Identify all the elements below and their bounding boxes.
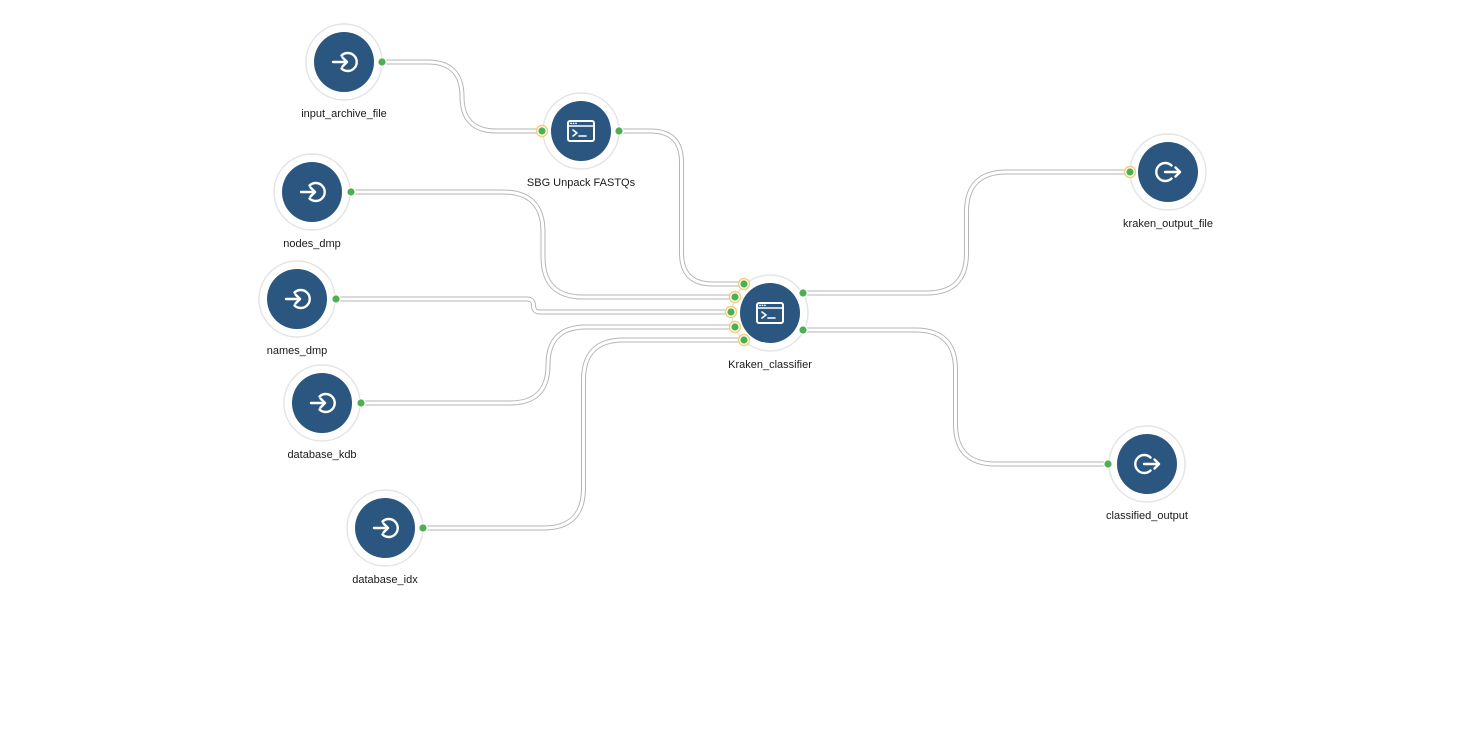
edge-fill xyxy=(421,338,746,530)
output-arrow-icon xyxy=(1155,161,1182,183)
output-port-nodes_dmp[interactable] xyxy=(346,187,356,197)
output-port-database_idx[interactable] xyxy=(418,523,428,533)
input-port-kraken_4[interactable] xyxy=(728,320,742,334)
edge-names_dmp-to-kraken[interactable] xyxy=(333,296,734,315)
node-label: Kraken_classifier xyxy=(728,359,812,371)
edge-fill xyxy=(334,297,733,314)
edge-layer xyxy=(333,59,1133,531)
node-kraken[interactable]: Kraken_classifier xyxy=(728,274,812,371)
node-label: database_kdb xyxy=(287,449,356,461)
node-label: kraken_output_file xyxy=(1123,218,1213,230)
port-dot xyxy=(739,335,749,345)
edge-fill xyxy=(380,60,544,133)
port-dot xyxy=(1125,167,1135,177)
port-dot xyxy=(730,322,740,332)
terminal-icon xyxy=(567,120,595,142)
port-dot xyxy=(1103,459,1113,469)
output-port-sbg_unpack[interactable] xyxy=(614,126,624,136)
node-sbg_unpack[interactable]: SBG Unpack FASTQs xyxy=(527,92,636,189)
node-database_idx[interactable]: database_idx xyxy=(346,489,424,586)
input-port-kraken_5[interactable] xyxy=(737,333,751,347)
port-dot xyxy=(798,288,808,298)
port-dot xyxy=(356,398,366,408)
port-dot xyxy=(346,187,356,197)
node-database_kdb[interactable]: database_kdb xyxy=(283,364,361,461)
output-port-names_dmp[interactable] xyxy=(331,294,341,304)
output-port-input_archive_file[interactable] xyxy=(377,57,387,67)
input-arrow-icon xyxy=(299,181,326,203)
node-label: input_archive_file xyxy=(301,108,387,120)
edge-sbg_unpack-to-kraken[interactable] xyxy=(616,128,747,287)
port-dot xyxy=(726,307,736,317)
port-dot xyxy=(730,292,740,302)
port-dot xyxy=(614,126,624,136)
port-dot xyxy=(798,325,808,335)
node-label: database_idx xyxy=(352,574,418,586)
node-circle[interactable] xyxy=(740,283,800,343)
node-label: SBG Unpack FASTQs xyxy=(527,177,636,189)
edge-input_archive_file-to-sbg_unpack[interactable] xyxy=(379,59,545,134)
output-port-kraken_b[interactable] xyxy=(798,325,808,335)
input-port-kraken_output_file[interactable] xyxy=(1123,165,1137,179)
edge-kraken-to-classified_output[interactable] xyxy=(800,327,1111,467)
edge-fill xyxy=(617,129,746,286)
input-port-kraken_3[interactable] xyxy=(724,305,738,319)
input-arrow-icon xyxy=(309,392,336,414)
edge-fill xyxy=(349,190,737,299)
edge-fill xyxy=(801,170,1132,295)
edge-kraken-to-kraken_output_file[interactable] xyxy=(800,169,1133,296)
edge-fill xyxy=(359,325,737,405)
node-label: classified_output xyxy=(1106,510,1188,522)
port-dot xyxy=(418,523,428,533)
node-kraken_output_file[interactable]: kraken_output_file xyxy=(1123,133,1213,230)
input-port-sbg_unpack[interactable] xyxy=(535,124,549,138)
edge-fill xyxy=(801,328,1110,466)
edge-database_kdb-to-kraken[interactable] xyxy=(358,324,738,406)
output-port-kraken_a[interactable] xyxy=(798,288,808,298)
output-port-database_kdb[interactable] xyxy=(356,398,366,408)
terminal-icon xyxy=(756,302,784,324)
input-arrow-icon xyxy=(331,51,358,73)
port-dot xyxy=(331,294,341,304)
input-port-kraken_2[interactable] xyxy=(728,290,742,304)
port-dot xyxy=(537,126,547,136)
input-arrow-icon xyxy=(284,288,311,310)
port-dot xyxy=(739,279,749,289)
node-names_dmp[interactable]: names_dmp xyxy=(258,260,336,357)
edge-nodes_dmp-to-kraken[interactable] xyxy=(348,189,738,300)
edge-database_idx-to-kraken[interactable] xyxy=(420,337,747,531)
node-layer: input_archive_file nodes_dmp names_dmpdata… xyxy=(258,23,1213,586)
node-input_archive_file[interactable]: input_archive_file xyxy=(301,23,387,120)
input-port-kraken_1[interactable] xyxy=(737,277,751,291)
node-label: nodes_dmp xyxy=(283,238,341,250)
output-arrow-icon xyxy=(1134,453,1161,475)
node-label: names_dmp xyxy=(267,345,328,357)
input-port-classified_output[interactable] xyxy=(1103,459,1113,469)
node-classified_output[interactable]: classified_output xyxy=(1106,425,1188,522)
node-circle[interactable] xyxy=(551,101,611,161)
node-nodes_dmp[interactable]: nodes_dmp xyxy=(273,153,351,250)
port-dot xyxy=(377,57,387,67)
input-arrow-icon xyxy=(372,517,399,539)
